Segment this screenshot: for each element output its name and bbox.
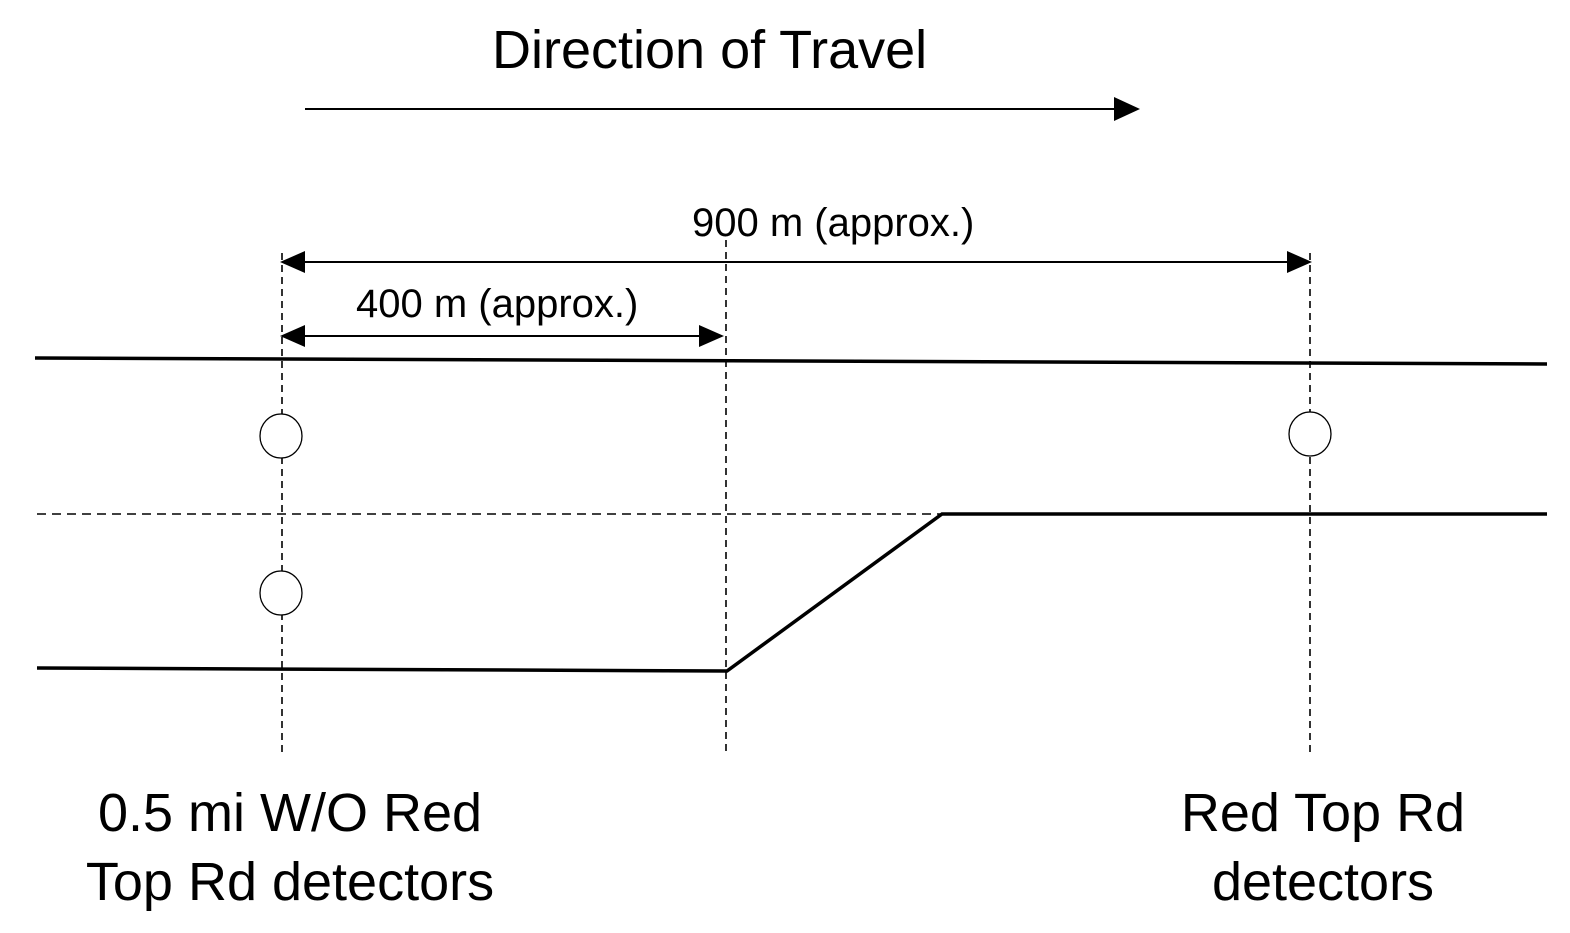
distance-400-label: 400 m (approx.) xyxy=(356,282,639,326)
detector-upstream-lane-1 xyxy=(259,413,303,459)
detector-downstream-lane-1 xyxy=(1288,411,1332,457)
road-bottom-edge xyxy=(36,512,1547,673)
downstream-station-label: Red Top Rd detectors xyxy=(1073,779,1570,917)
dimension-line-900 xyxy=(280,251,1312,273)
downstream-station-line1: Red Top Rd xyxy=(1180,783,1466,843)
upstream-station-line2: Top Rd detectors xyxy=(85,852,495,913)
dimension-line-400 xyxy=(280,325,724,347)
distance-900-label: 900 m (approx.) xyxy=(692,201,975,245)
upstream-station-label: 0.5 mi W/O Red Top Rd detectors xyxy=(40,779,540,917)
direction-of-travel-title: Direction of Travel xyxy=(492,20,928,80)
downstream-station-line2: detectors xyxy=(1211,852,1435,913)
upstream-station-line1: 0.5 mi W/O Red xyxy=(97,783,483,843)
road-top-edge xyxy=(34,356,1548,366)
detector-upstream-lane-2 xyxy=(259,570,303,616)
direction-arrow xyxy=(305,97,1140,121)
